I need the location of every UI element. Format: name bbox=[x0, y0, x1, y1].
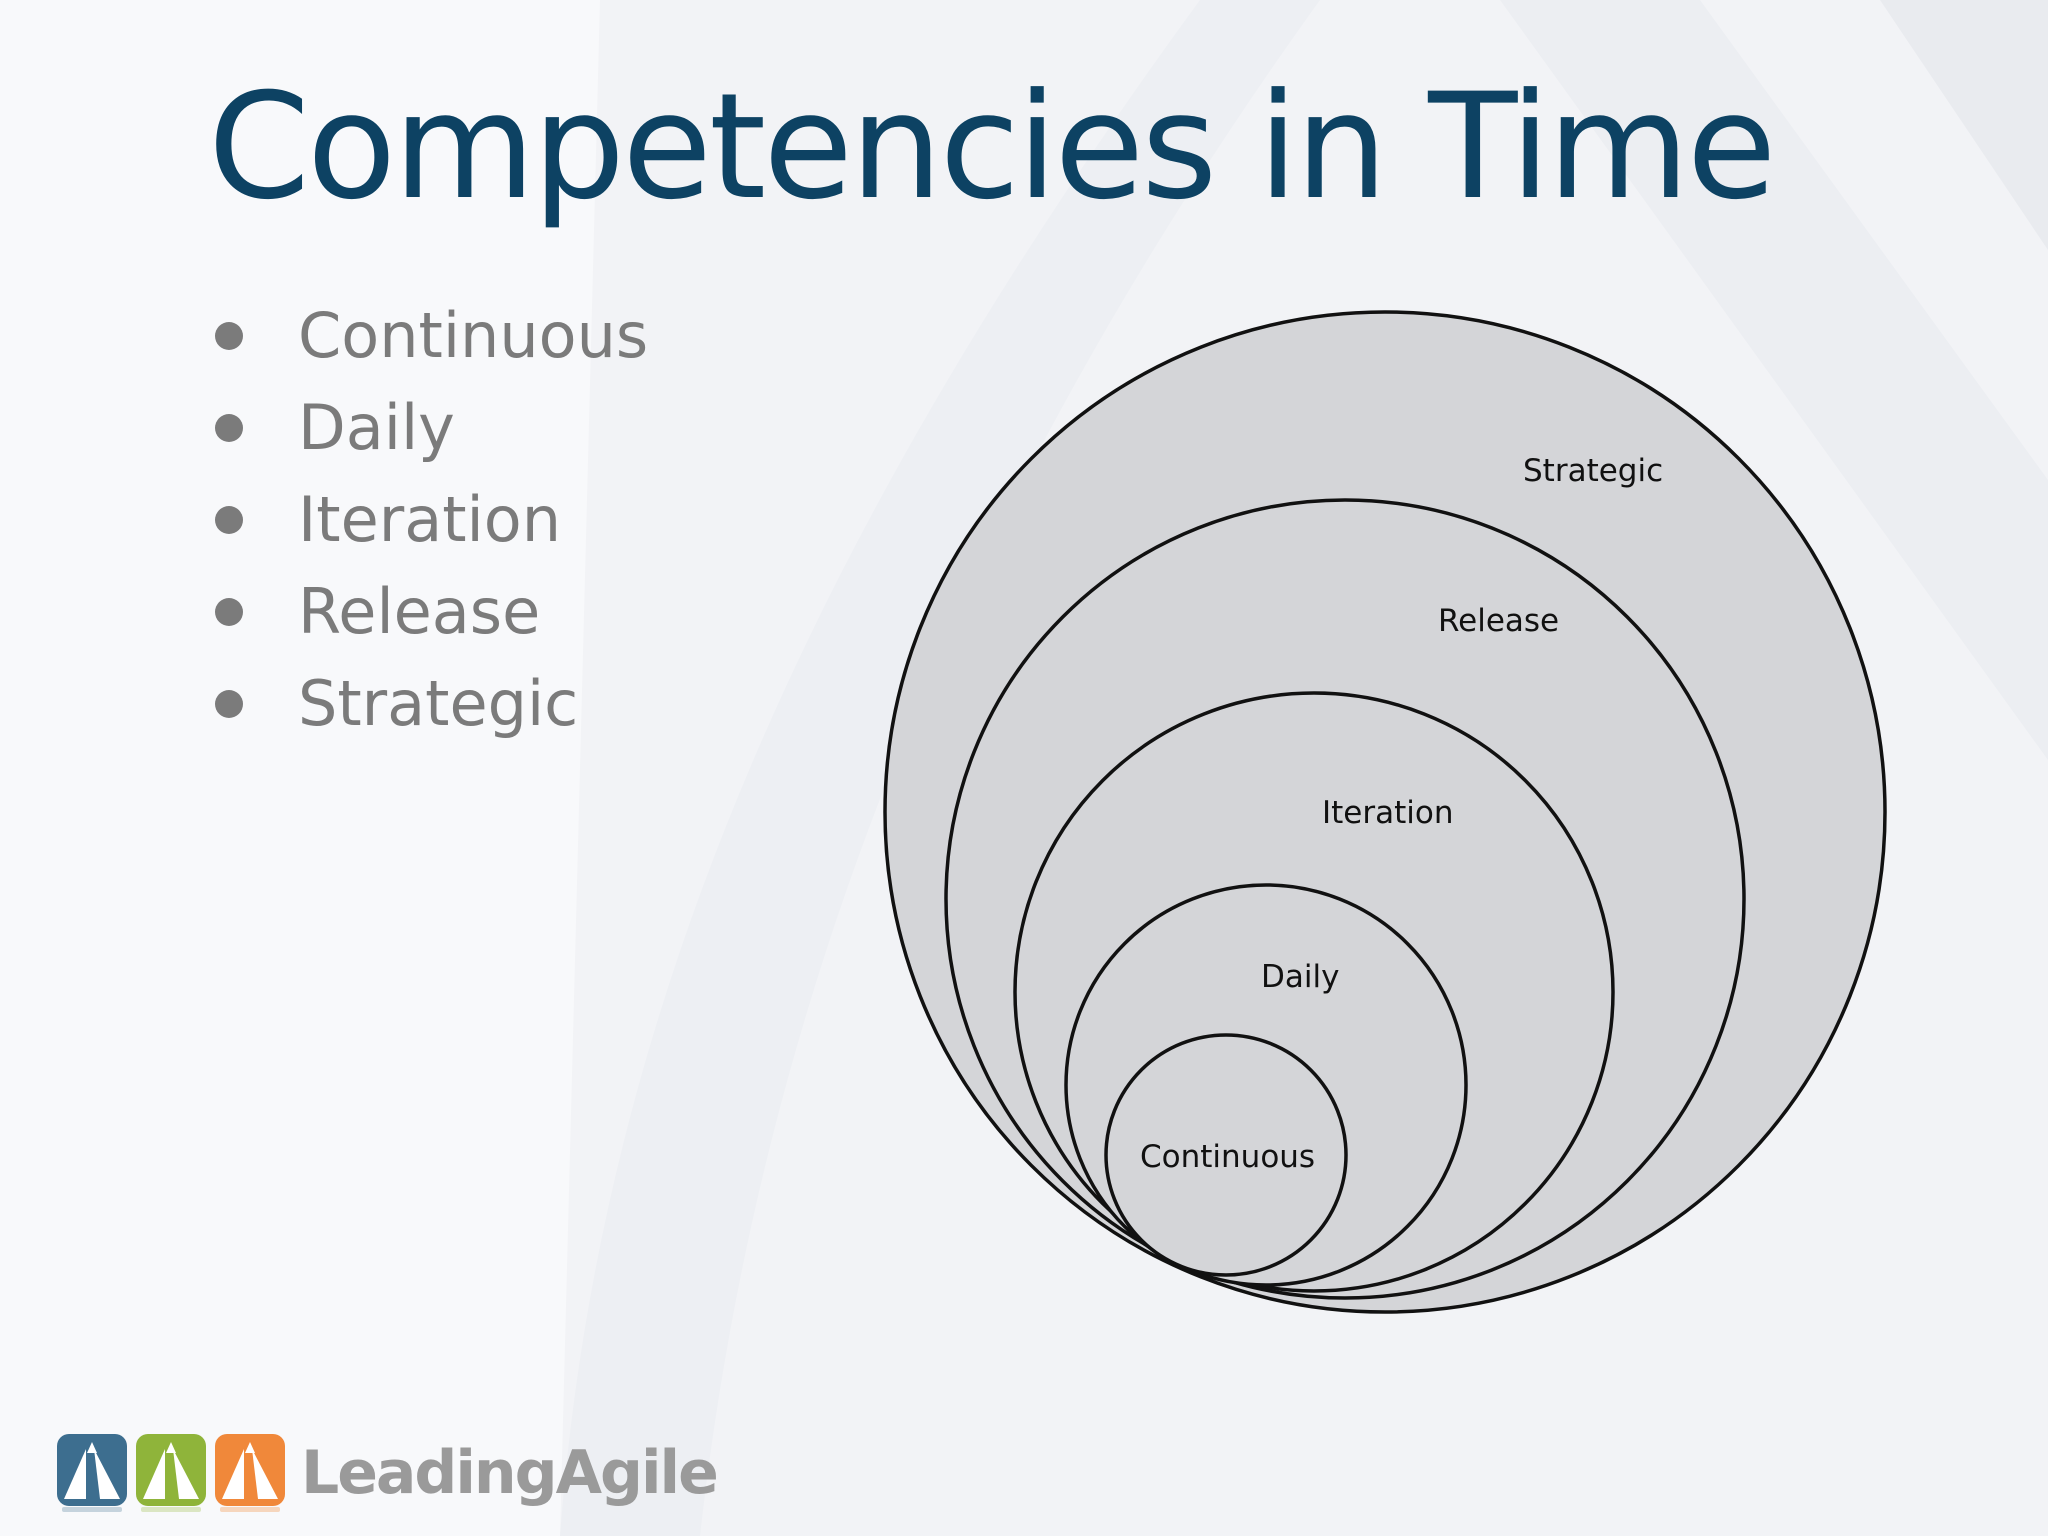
logo-mark-green-icon bbox=[136, 1434, 206, 1512]
logo-mark-orange-icon bbox=[215, 1434, 285, 1512]
bullet-item: Continuous bbox=[208, 290, 648, 382]
bullet-item: Strategic bbox=[208, 658, 648, 750]
bullet-dot-icon bbox=[215, 414, 243, 442]
logo-wordmark: LeadingAgile bbox=[301, 1438, 719, 1508]
circle-label-daily: Daily bbox=[1261, 959, 1339, 995]
circle-label-strategic: Strategic bbox=[1523, 453, 1663, 489]
bullet-dot-icon bbox=[215, 322, 243, 350]
bullet-text: Continuous bbox=[298, 299, 649, 372]
leadingagile-logo: LeadingAgile bbox=[56, 1428, 719, 1518]
bullet-item: Iteration bbox=[208, 474, 648, 566]
bullet-text: Daily bbox=[298, 391, 455, 464]
bullet-text: Release bbox=[298, 575, 541, 648]
circle-continuous bbox=[1104, 1033, 1348, 1277]
bullet-text: Strategic bbox=[298, 667, 579, 740]
bullet-dot-icon bbox=[215, 690, 243, 718]
circle-label-iteration: Iteration bbox=[1322, 795, 1454, 831]
bullet-item: Daily bbox=[208, 382, 648, 474]
circle-label-continuous: Continuous bbox=[1140, 1139, 1315, 1175]
bullet-text: Iteration bbox=[298, 483, 561, 556]
logo-mark-blue-icon bbox=[57, 1434, 127, 1512]
bullet-dot-icon bbox=[215, 598, 243, 626]
bullet-dot-icon bbox=[215, 506, 243, 534]
circle-label-release: Release bbox=[1438, 603, 1559, 639]
bullet-list: Continuous Daily Iteration Release Strat… bbox=[208, 290, 648, 750]
bullet-item: Release bbox=[208, 566, 648, 658]
slide-title: Competencies in Time bbox=[208, 62, 1777, 232]
